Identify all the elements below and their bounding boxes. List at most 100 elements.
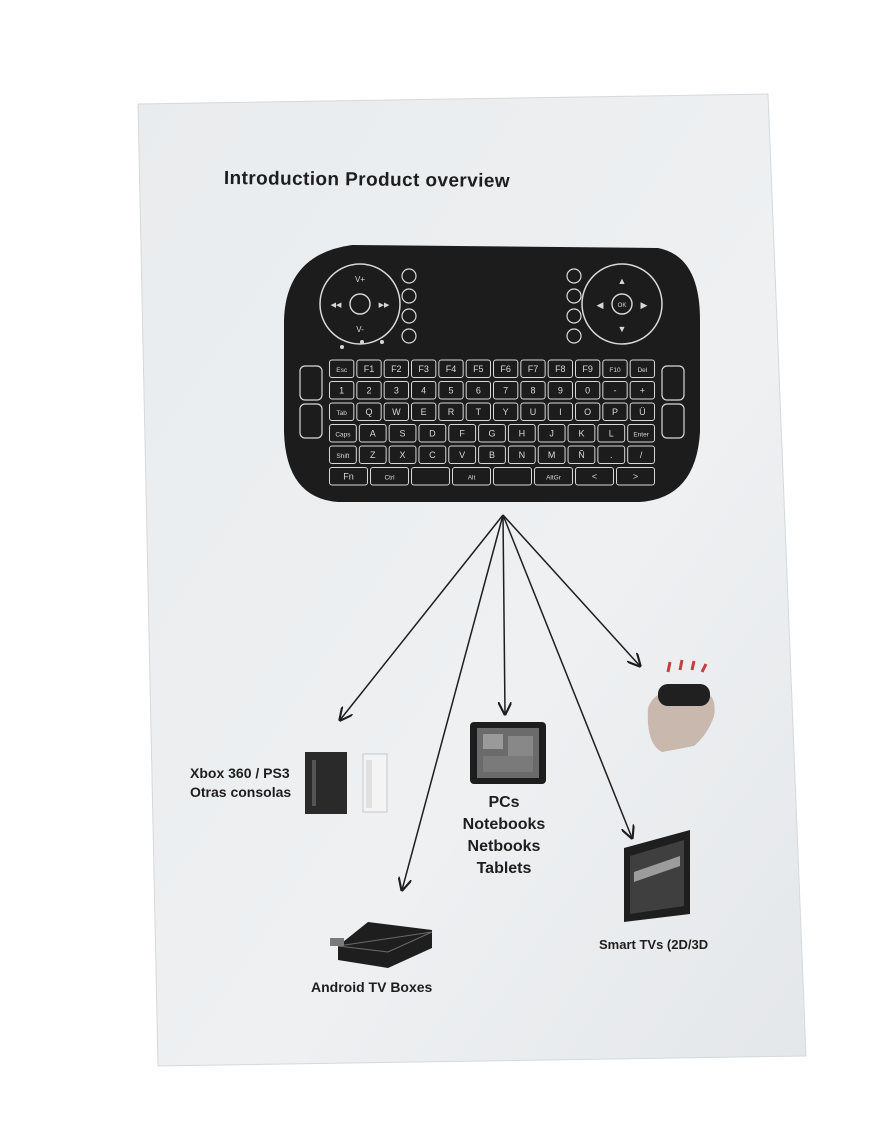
keyboard-key-label: F (459, 428, 465, 438)
keyboard-key (329, 381, 355, 400)
keyboard-key-label: V (459, 450, 465, 460)
keyboard-key (411, 381, 437, 400)
keyboard-key (452, 467, 491, 486)
keyboard-key-label: Caps (335, 431, 351, 438)
keyboard-key-label: 8 (530, 385, 535, 395)
svg-text:▼: ▼ (618, 324, 627, 334)
keyboard-key-label: E (421, 407, 427, 417)
keyboard-key (358, 424, 387, 443)
keyboard-key (465, 359, 491, 378)
svg-text:◀: ◀ (597, 300, 604, 310)
keyboard-key-label: C (429, 450, 436, 460)
paper-sheet (137, 93, 807, 1067)
pcs-label: PCs Notebooks Netbooks Tablets (436, 792, 572, 880)
keyboard-key-label: N (519, 450, 526, 460)
keyboard-key-label: / (640, 450, 643, 460)
keyboard-key-label: - (614, 385, 617, 395)
arrow-to-smarttv (502, 514, 632, 838)
keyboard-key (478, 445, 506, 464)
keyboard-key-label: X (400, 450, 406, 460)
keyboard-key-label: F5 (473, 364, 484, 374)
keyboard-key (448, 445, 477, 464)
keyboard-key (567, 424, 596, 443)
keyboard-key-label: O (584, 407, 591, 417)
keyboard-key-label: P (612, 407, 618, 417)
game-console-icon (305, 752, 388, 814)
keyboard-key-label: 3 (394, 385, 399, 395)
svg-text:▲: ▲ (618, 276, 627, 286)
svg-text:▶: ▶ (641, 300, 648, 310)
keyboard-key (493, 467, 532, 486)
keyboard-key-label: B (489, 450, 495, 460)
arrow-to-pcs (503, 514, 505, 714)
keyboard-key-label: 9 (558, 385, 563, 395)
keyboard-key-label: Alt (468, 474, 476, 481)
keyboard-key (329, 402, 355, 421)
keyboard-key-label: Q (365, 407, 372, 417)
keyboard-key-label: Ñ (578, 450, 585, 460)
keyboard-key-label: 1 (339, 385, 344, 395)
keyboard-key-label: L (609, 428, 614, 438)
keyboard-key (507, 445, 536, 464)
keyboard-key (575, 467, 614, 486)
keyboard-key (465, 402, 491, 421)
consoles-label-line: Otras consolas (190, 784, 292, 800)
keyboard-key-label: > (633, 471, 638, 481)
keyboard-key-label: H (519, 428, 526, 438)
hands-holding-keyboard-icon (647, 659, 715, 752)
keyboard-key (602, 359, 628, 378)
keyboard-key-label: Tab (336, 410, 347, 417)
keyboard-key-label: F10 (609, 367, 621, 374)
keyboard-key-label: S (400, 428, 406, 438)
keyboard-key-label: W (392, 407, 401, 417)
pcs-label-line: Netbooks (467, 838, 541, 855)
svg-text:◀◀: ◀◀ (331, 302, 342, 309)
keyboard-key-label: Ctrl (384, 474, 395, 481)
keyboard-key (329, 424, 357, 443)
keyboard-key-label: AltGr (546, 474, 562, 481)
keyboard-key-label: 4 (421, 385, 426, 395)
keyboard-key (329, 467, 368, 486)
keyboard-key-label: F4 (446, 364, 457, 374)
keyboard-key (575, 359, 601, 378)
keyboard-key-label: F8 (555, 364, 566, 374)
svg-text:V+: V+ (355, 275, 365, 284)
keyboard-key (629, 359, 656, 378)
keyboard-key-label: F3 (418, 364, 429, 374)
keyboard-key (547, 381, 574, 400)
keyboard-key (627, 424, 656, 443)
keyboard-key-label: 2 (366, 385, 371, 395)
keyboard-key-label: U (530, 407, 537, 417)
keyboard-key (383, 381, 409, 400)
svg-text:▶▶: ▶▶ (379, 302, 390, 309)
keyboard-key (537, 445, 566, 464)
keyboard-key (329, 445, 357, 464)
arrow-to-gamepad (502, 514, 640, 666)
keyboard-key-label: Del (637, 367, 647, 374)
keyboard-key (520, 359, 546, 378)
keyboard-key (493, 402, 519, 421)
keyboard-key (478, 424, 506, 443)
keyboard-key (411, 359, 437, 378)
pcs-label-line: Tablets (476, 860, 532, 877)
keyboard-key (388, 445, 417, 464)
keyboard-key (356, 359, 382, 378)
keyboard-key (383, 402, 409, 421)
keyboard-key (493, 381, 519, 400)
arrow-to-android (402, 514, 504, 890)
keyboard-key-label: T (476, 407, 482, 417)
keyboard-key-label: F2 (391, 364, 402, 374)
keyboard-key-label: 6 (476, 385, 481, 395)
keyboard-key (567, 445, 596, 464)
keyboard-key (537, 424, 566, 443)
tv-box-icon (330, 922, 433, 968)
svg-text:OK: OK (618, 303, 627, 309)
keyboard-key-label: G (488, 428, 495, 438)
keyboard-key (438, 381, 464, 400)
keyboard-key (438, 359, 464, 378)
keyboard-key-label: F1 (364, 364, 375, 374)
android-tv-box-label: Android TV Boxes (311, 979, 433, 995)
keyboard-key (597, 445, 626, 464)
keyboard-key-label: D (429, 428, 436, 438)
